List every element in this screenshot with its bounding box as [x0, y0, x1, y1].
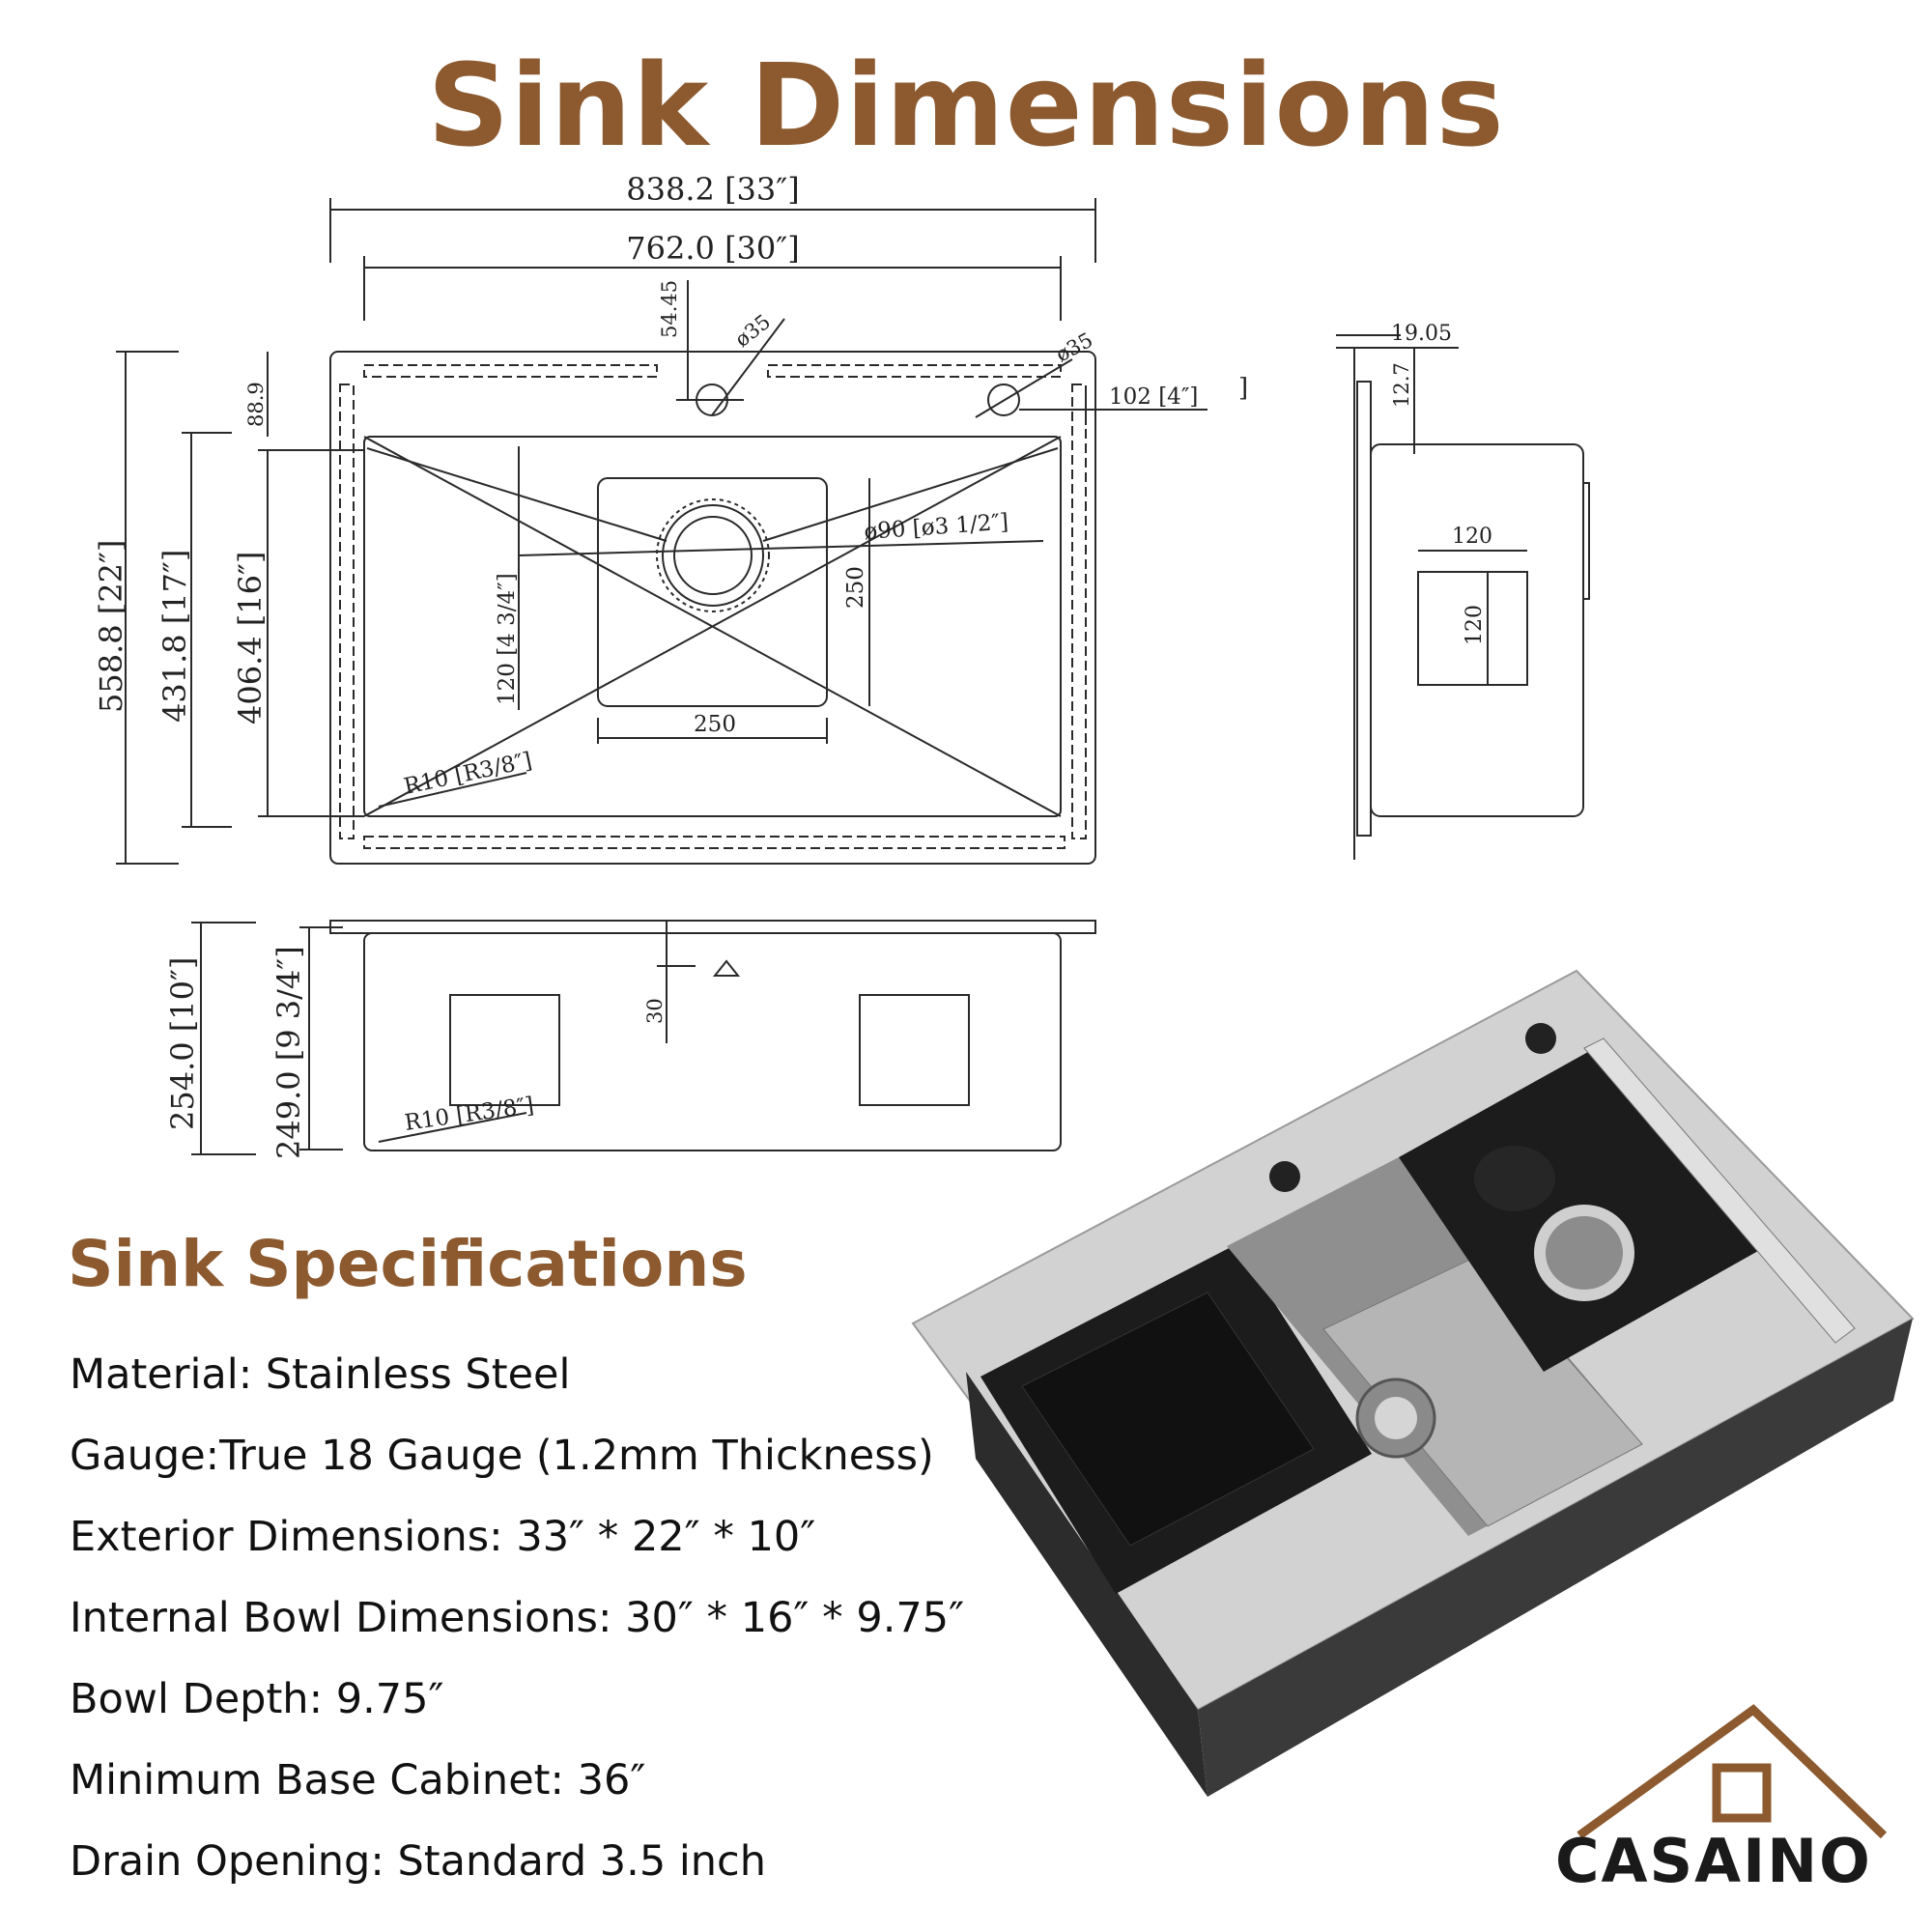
dim-overall-width: 838.2 [33″] [626, 171, 799, 208]
spec-exterior-dimensions: Exterior Dimensions: 33″ * 22″ * 10″ [70, 1513, 816, 1561]
spec-drain-opening: Drain Opening: Standard 3.5 inch [70, 1837, 766, 1886]
dim-height-inner: 249.0 [9 3/4″] [270, 946, 307, 1159]
dim-drain-box-width: 250 [694, 712, 736, 737]
dim-side-flange: 19.05 [1391, 322, 1452, 346]
dim-edge-to-hole: 54.45 [658, 280, 681, 338]
dim-top-margin: 88.9 [244, 382, 268, 427]
dim-front-offset: 30 [643, 998, 667, 1024]
dim-drain-offset: 120 [4 3/4″] [495, 573, 520, 705]
dim-corner-radius: R10 [R3/8″] [402, 748, 534, 799]
dim-overall-depth: 558.8 [22″] [93, 540, 129, 713]
dim-side-box-width: 120 [1452, 525, 1492, 549]
dim-height-outer: 254.0 [10″] [164, 957, 201, 1130]
spec-minimum-base-cabinet: Minimum Base Cabinet: 36″ [70, 1756, 646, 1804]
spec-list: Material: Stainless Steel Gauge:True 18 … [70, 1350, 964, 1918]
spec-internal-bowl-dimensions: Internal Bowl Dimensions: 30″ * 16″ * 9.… [70, 1594, 965, 1642]
brand-name: CASAINO [1555, 1826, 1872, 1896]
dim-inner-width: 762.0 [30″] [626, 230, 799, 267]
dim-side-box-height: 120 [1463, 605, 1487, 645]
dim-bowl-inner-depth: 406.4 [16″] [232, 552, 269, 724]
dim-side-lip: 12.7 [1390, 362, 1413, 408]
dim-hole-dia-2: ø35 [1052, 328, 1096, 367]
casaino-logo [1577, 1704, 1888, 1839]
dim-drain-dia: ø90 [ø3 1/2″] [864, 510, 1009, 545]
page-title: Sink Dimensions [427, 39, 1505, 172]
dim-bowl-outer-depth: 431.8 [17″] [156, 550, 193, 723]
dim-hole-offset: 102 [4″] [1109, 384, 1198, 410]
dim-drain-box-height: 250 [843, 566, 868, 609]
sink-product-image [911, 969, 1915, 1797]
dim-front-radius: R10 [R3/8″] [403, 1093, 535, 1136]
spec-gauge: Gauge:True 18 Gauge (1.2mm Thickness) [70, 1432, 934, 1480]
dim-hole-dia-1: ø35 [730, 310, 775, 352]
specs-heading: Sink Specifications [68, 1227, 748, 1301]
spec-material: Material: Stainless Steel [70, 1350, 571, 1399]
spec-bowl-depth: Bowl Depth: 9.75″ [70, 1675, 444, 1723]
dim-bracket: ] [1238, 374, 1248, 403]
